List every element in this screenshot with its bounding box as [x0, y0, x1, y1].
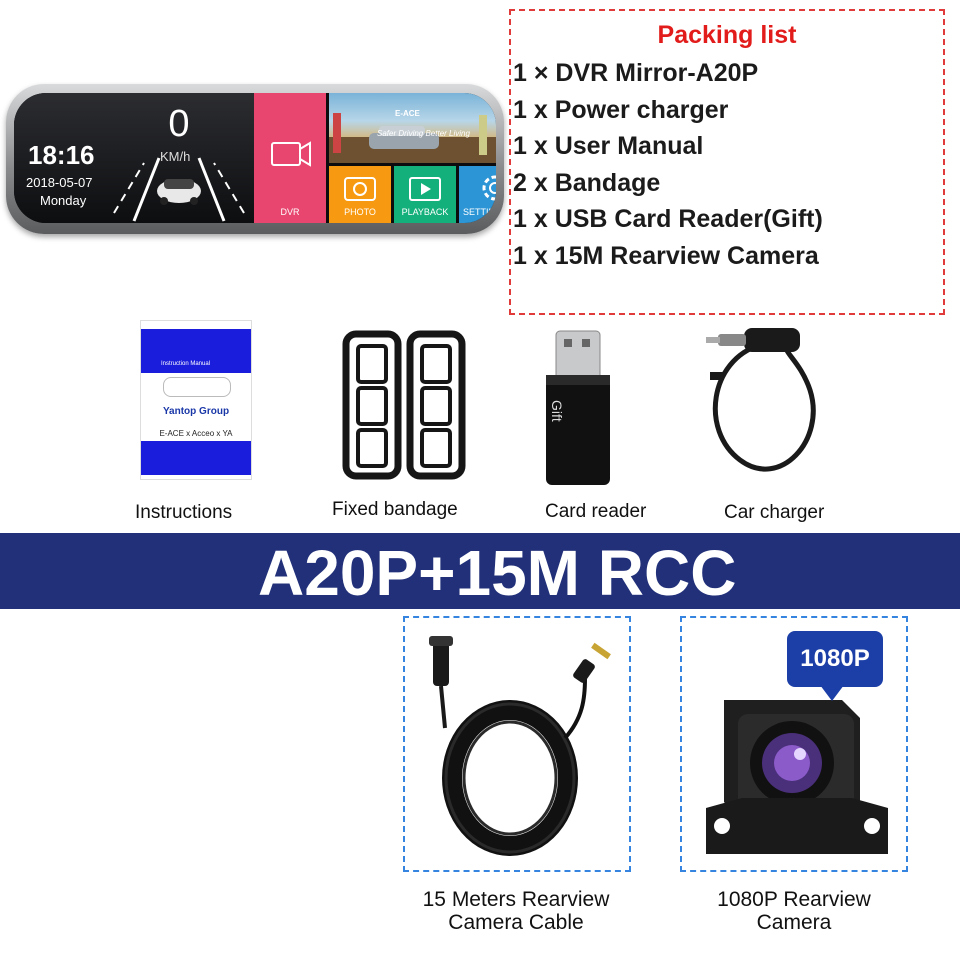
packing-item: 2 x Bandage	[513, 168, 661, 197]
resolution-badge: 1080P	[787, 631, 883, 687]
bandage-label: Fixed bandage	[332, 499, 458, 520]
playback-icon	[409, 177, 441, 201]
dvr-mirror-image: 0 KM/h 18:16 2018-05-07 Monday DVR	[6, 84, 504, 234]
camera-box	[680, 616, 908, 872]
packing-item: 1 x USB Card Reader(Gift)	[513, 205, 823, 234]
packing-item: 1 × DVR Mirror-A20P	[513, 59, 759, 87]
packing-item: 1 x User Manual	[513, 132, 704, 161]
speed-value: 0	[168, 103, 190, 145]
car-scene-image	[329, 113, 496, 163]
bandage-image	[342, 330, 466, 480]
car-charger-label: Car charger	[724, 502, 825, 523]
camera-icon	[344, 177, 376, 201]
manual-brand-logos: E-ACE x Acceo x YA	[159, 429, 233, 438]
settings-tile[interactable]: SETTIN	[459, 166, 496, 223]
manual-mirror-outline	[163, 377, 231, 397]
gear-icon	[482, 175, 496, 201]
rearview-cable-image	[429, 636, 611, 856]
clock-time: 18:16	[28, 140, 95, 170]
badge-pointer	[820, 685, 844, 701]
manual-cover-title: Instruction Manual	[161, 361, 211, 367]
clock-day: Monday	[40, 193, 87, 208]
rearview-camera-image	[706, 700, 888, 854]
manual-group-name: Yantop Group	[162, 406, 230, 417]
packing-item: 1 x 15M Rearview Camera	[513, 241, 819, 270]
banner-title: A20P+15M RCC	[258, 537, 737, 609]
banner-tagline: Safer Driving Better Living	[377, 129, 470, 138]
banner-brand: E-ACE	[395, 109, 420, 118]
road-car-icon	[113, 157, 245, 222]
mirror-screen: 0 KM/h 18:16 2018-05-07 Monday DVR	[14, 93, 496, 223]
video-camera-icon	[271, 141, 311, 167]
card-reader-label: Card reader	[545, 501, 647, 522]
clock-date: 2018-05-07	[26, 175, 93, 190]
dvr-tile[interactable]: DVR	[254, 93, 326, 223]
card-reader-gift-text: Gift	[549, 400, 565, 422]
playback-tile-label: PLAYBACK	[401, 207, 449, 217]
cable-box	[403, 616, 631, 872]
packing-list-title: Packing list	[657, 21, 797, 49]
car-charger-image	[706, 328, 816, 472]
manual-top-band	[141, 329, 251, 373]
card-reader-image	[546, 330, 610, 485]
cable-label: 15 Meters Rearview Camera Cable	[422, 888, 610, 934]
camera-label: 1080P Rearview Camera	[717, 888, 871, 934]
instructions-label: Instructions	[135, 502, 233, 523]
brand-banner-tile: E-ACE Safer Driving Better Living	[329, 93, 496, 163]
product-banner: A20P+15M RCC	[0, 533, 960, 609]
packing-list-box: Packing list 1 × DVR Mirror-A20P 1 x Pow…	[509, 9, 945, 315]
speed-unit: KM/h	[160, 149, 191, 164]
playback-tile[interactable]: PLAYBACK	[394, 166, 456, 223]
packing-item: 1 x Power charger	[513, 95, 729, 124]
packing-list-items: 1 × DVR Mirror-A20P 1 x Power charger 1 …	[513, 55, 823, 275]
photo-tile-label: PHOTO	[344, 207, 376, 217]
settings-tile-label: SETTIN	[462, 207, 495, 217]
speed-panel: 0 KM/h 18:16 2018-05-07 Monday	[14, 93, 254, 223]
instruction-manual-image: Instruction Manual Yantop Group E-ACE x …	[140, 320, 252, 480]
dvr-tile-label: DVR	[280, 207, 300, 217]
manual-bottom-band	[141, 441, 251, 475]
photo-tile[interactable]: PHOTO	[329, 166, 391, 223]
